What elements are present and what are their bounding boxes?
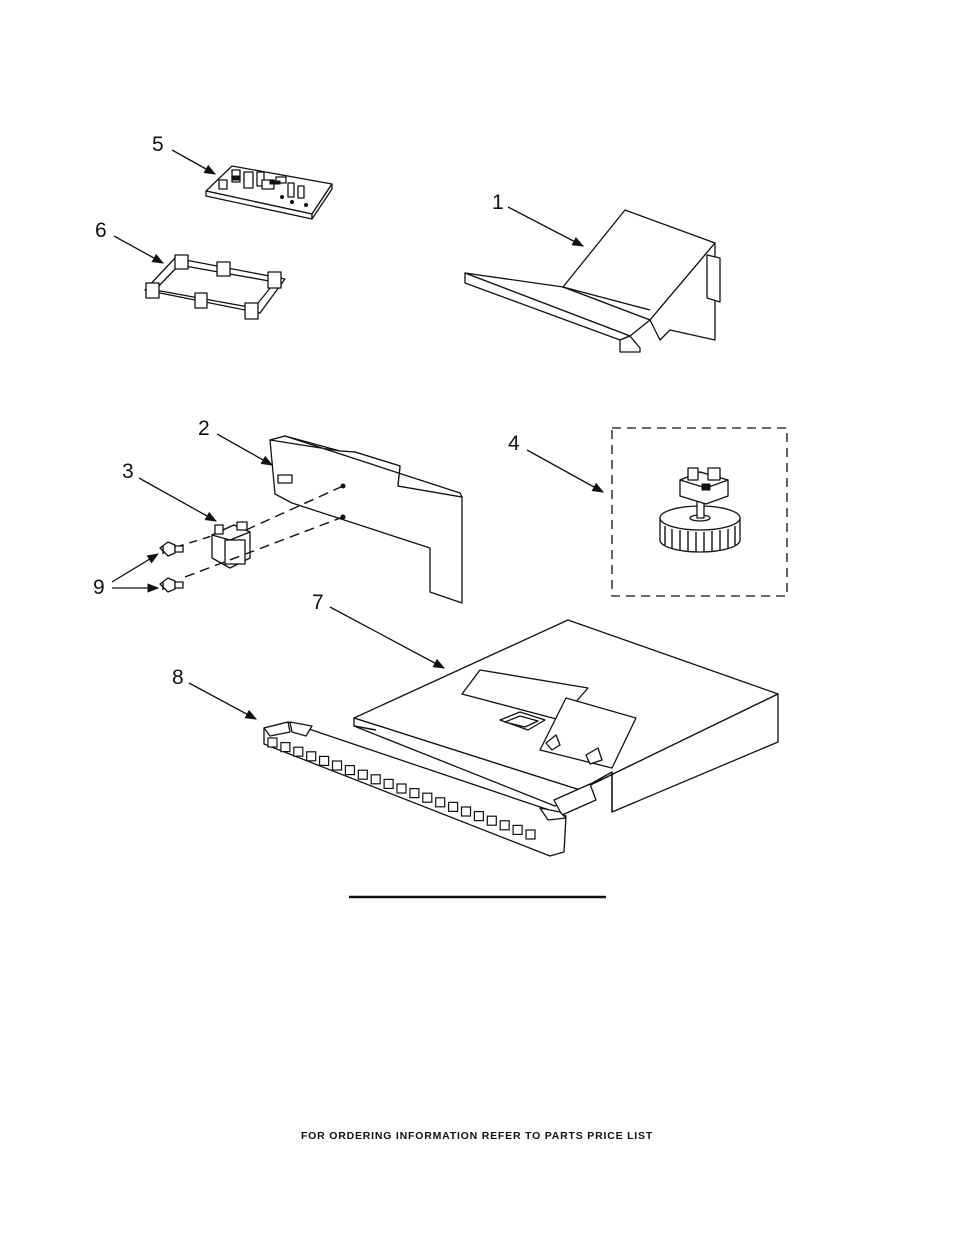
leader-3 bbox=[138, 477, 218, 522]
screw-icon bbox=[159, 541, 184, 593]
grille-slot bbox=[435, 797, 446, 808]
dashed-guide-lower bbox=[184, 516, 344, 578]
grille-slot bbox=[357, 769, 368, 780]
callout-4: 4 bbox=[508, 432, 520, 455]
grille-slot bbox=[344, 764, 355, 776]
callout-6: 6 bbox=[95, 219, 107, 242]
bracket-frame-icon bbox=[144, 254, 286, 320]
grille-slot bbox=[331, 760, 343, 771]
fan-motor-icon bbox=[659, 467, 741, 553]
grille-slot bbox=[306, 751, 317, 762]
grille-slot bbox=[383, 778, 394, 790]
leader-7 bbox=[329, 606, 446, 669]
grille-slot bbox=[460, 806, 472, 817]
callout-9: 9 bbox=[93, 576, 105, 599]
duct-cover-icon bbox=[464, 209, 721, 353]
leader-5 bbox=[171, 149, 217, 175]
grille-slot bbox=[422, 792, 433, 803]
leader-2 bbox=[216, 433, 274, 466]
dashed-guide-screw bbox=[175, 535, 213, 548]
leader-8 bbox=[188, 682, 258, 720]
circuit-board-icon bbox=[205, 165, 333, 220]
leader-4 bbox=[526, 449, 605, 493]
leader-6 bbox=[113, 235, 165, 264]
leader-1 bbox=[507, 206, 585, 247]
callout-5: 5 bbox=[152, 133, 164, 156]
grille-slot bbox=[319, 755, 330, 767]
leader-9a bbox=[111, 553, 159, 583]
callout-1: 1 bbox=[492, 191, 504, 214]
vent-housing-icon bbox=[353, 619, 779, 816]
callout-3: 3 bbox=[122, 460, 134, 483]
fan-assembly-box bbox=[611, 427, 788, 597]
grille-slot bbox=[396, 783, 407, 794]
grille-slot bbox=[499, 820, 510, 831]
grille-slot bbox=[512, 824, 523, 836]
grille-slot bbox=[525, 829, 536, 840]
grille-slot bbox=[473, 810, 484, 822]
grille-slot bbox=[448, 801, 459, 813]
grille-slot bbox=[280, 741, 291, 753]
panel-icon bbox=[269, 435, 463, 604]
grille-slot bbox=[370, 774, 381, 785]
callout-8: 8 bbox=[172, 666, 184, 689]
grille-slot bbox=[293, 746, 304, 757]
grille-slot bbox=[486, 815, 497, 826]
grille-slot bbox=[409, 787, 420, 799]
grille-slots bbox=[267, 737, 536, 840]
callout-7: 7 bbox=[312, 591, 324, 614]
grille-icon bbox=[263, 721, 567, 857]
grille-slot bbox=[267, 737, 278, 748]
footer-note: FOR ORDERING INFORMATION REFER TO PARTS … bbox=[300, 1130, 654, 1142]
callout-2: 2 bbox=[198, 417, 210, 440]
dashed-guide-upper bbox=[245, 485, 344, 531]
transformer-icon bbox=[211, 521, 251, 569]
